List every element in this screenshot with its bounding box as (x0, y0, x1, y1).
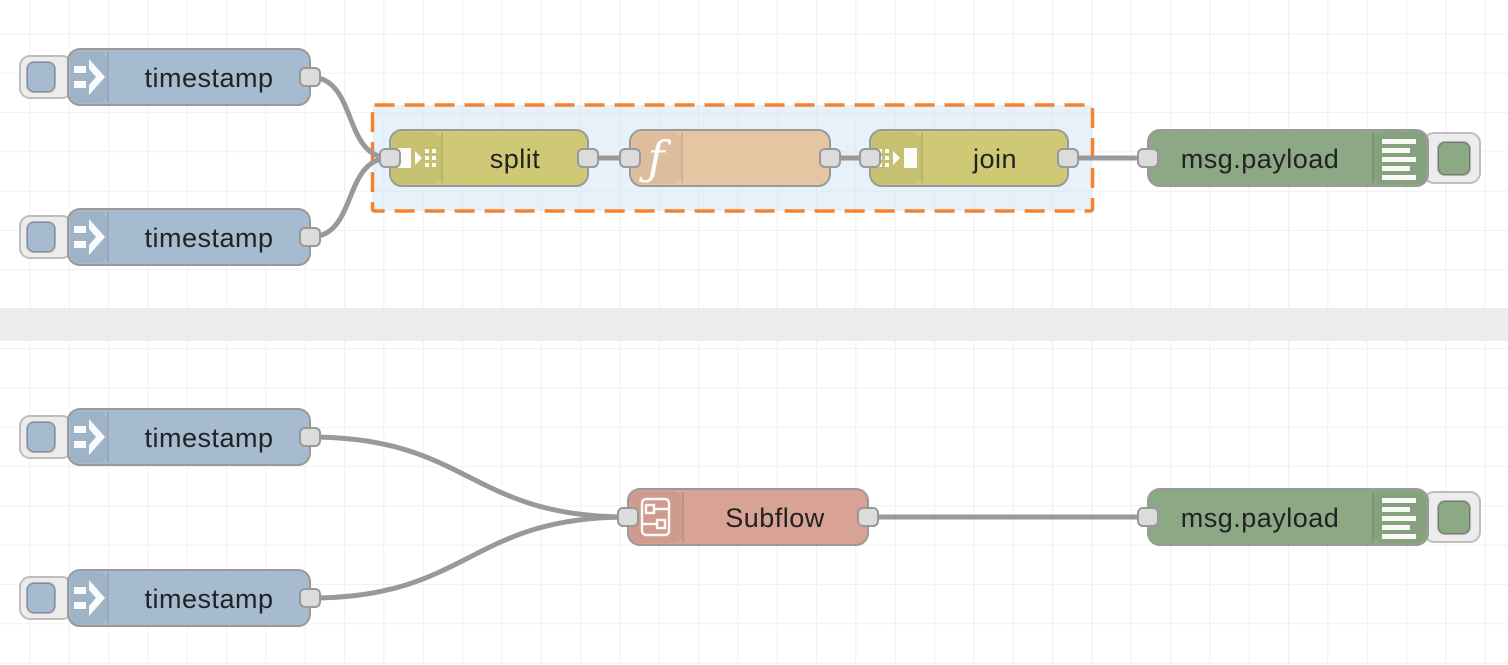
join-icon (878, 148, 917, 168)
inject-button-pad[interactable] (26, 582, 56, 614)
inject-button-pad[interactable] (26, 421, 56, 453)
icon-region (70, 51, 107, 103)
input-port[interactable] (859, 148, 881, 168)
node-subflow[interactable]: Subflow (617, 488, 879, 546)
node-label: split (490, 144, 541, 174)
debug-toggle-pad[interactable] (1437, 500, 1471, 535)
icon-region (70, 411, 107, 463)
inject-arrow-icon (74, 419, 105, 455)
output-port[interactable] (299, 67, 321, 87)
debug-toggle-pad[interactable] (1437, 141, 1471, 176)
wire-inject2-split[interactable] (307, 155, 393, 240)
input-port[interactable] (379, 148, 401, 168)
debug-lines-icon (1382, 139, 1416, 180)
input-port[interactable] (1137, 148, 1159, 168)
node-inject-top-2[interactable]: timestamp (19, 208, 321, 266)
input-port[interactable] (1137, 507, 1159, 527)
icon-region (632, 132, 681, 184)
node-label: timestamp (144, 584, 273, 614)
node-inject-bottom-1[interactable]: timestamp (19, 408, 321, 466)
node-debug-bottom[interactable]: msg.payload (1137, 488, 1481, 546)
node-label: timestamp (144, 223, 273, 253)
output-port[interactable] (299, 588, 321, 608)
wire-inject1-split[interactable] (307, 74, 393, 161)
input-port[interactable] (617, 507, 639, 527)
subflow-icon (640, 497, 671, 537)
node-debug-top[interactable]: msg.payload (1137, 129, 1481, 187)
node-join[interactable]: join (859, 129, 1079, 187)
node-function[interactable]: ƒ (619, 129, 841, 187)
node-label: msg.payload (1181, 144, 1340, 174)
inject-button-pad[interactable] (26, 221, 56, 253)
output-port[interactable] (857, 507, 879, 527)
inject-arrow-icon (74, 580, 105, 616)
output-port[interactable] (299, 227, 321, 247)
node-label: msg.payload (1181, 503, 1340, 533)
node-label: timestamp (144, 63, 273, 93)
node-inject-bottom-2[interactable]: timestamp (19, 569, 321, 627)
output-port[interactable] (299, 427, 321, 447)
node-label: timestamp (144, 423, 273, 453)
section-divider (0, 308, 1508, 341)
output-port[interactable] (1057, 148, 1079, 168)
node-inject-top-1[interactable]: timestamp (19, 48, 321, 106)
debug-lines-icon (1382, 498, 1416, 539)
output-port[interactable] (577, 148, 599, 168)
input-port[interactable] (619, 148, 641, 168)
inject-button-pad[interactable] (26, 61, 56, 93)
inject-arrow-icon (74, 219, 105, 255)
wire-inject4-subflow[interactable] (307, 514, 631, 601)
output-port[interactable] (819, 148, 841, 168)
split-icon (398, 148, 436, 168)
inject-arrow-icon (74, 59, 105, 95)
node-split[interactable]: split (379, 129, 599, 187)
node-label: Subflow (725, 503, 825, 533)
node-label: join (972, 144, 1017, 174)
icon-region (70, 572, 107, 624)
wire-inject3-subflow[interactable] (307, 434, 631, 520)
icon-region (70, 211, 107, 263)
